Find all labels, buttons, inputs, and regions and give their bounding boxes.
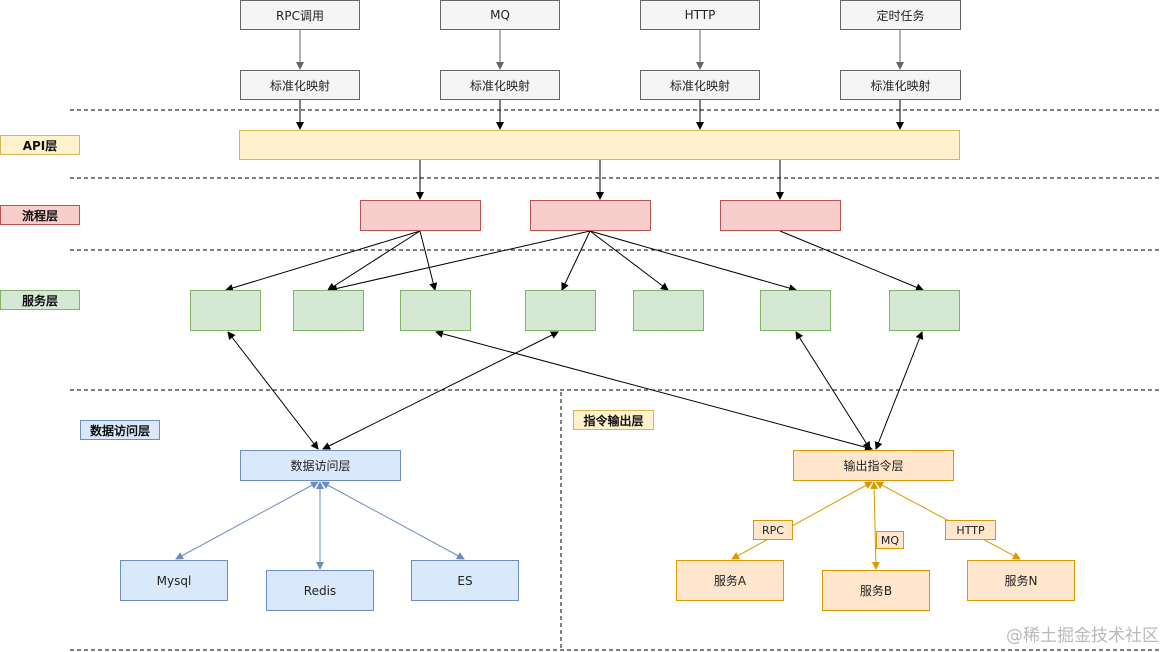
service-box	[889, 290, 960, 331]
arrow	[419, 230, 438, 291]
arrow	[227, 331, 319, 450]
layer-tag-api: API层	[0, 135, 80, 155]
arrow	[175, 481, 319, 560]
arrow	[321, 481, 465, 560]
protocol-label-mq: MQ	[876, 531, 904, 549]
layer-tag-command-output: 指令输出层	[573, 410, 654, 430]
source-box-http: HTTP	[640, 0, 760, 30]
arrow	[795, 331, 871, 450]
source-box-mq: MQ	[440, 0, 560, 30]
source-box-rpc: RPC调用	[240, 0, 360, 30]
service-box	[633, 290, 704, 331]
service-box	[400, 290, 471, 331]
data-access-arrows	[175, 481, 465, 570]
data-access-box: 数据访问层	[240, 450, 401, 481]
arrow	[589, 230, 669, 291]
mapping-box: 标准化映射	[440, 70, 560, 100]
flow-box	[720, 200, 841, 231]
service-box	[190, 290, 261, 331]
api-layer-bar	[239, 130, 960, 160]
arrow	[327, 230, 421, 291]
layer-tag-service: 服务层	[0, 290, 80, 310]
watermark-text: @稀土掘金技术社区	[1006, 626, 1159, 646]
protocol-label-rpc: RPC	[753, 520, 793, 540]
arrow	[561, 230, 591, 291]
source-to-mapping-arrows	[296, 30, 904, 70]
flow-to-service-arrows	[225, 230, 924, 293]
arrow	[874, 331, 924, 450]
arrow	[329, 230, 591, 293]
mapping-box: 标准化映射	[640, 70, 760, 100]
api-to-flow-arrows	[416, 160, 784, 200]
arrow	[589, 230, 797, 292]
output-service-b: 服务B	[822, 570, 930, 611]
layer-tag-flow: 流程层	[0, 205, 80, 225]
db-box-mysql: Mysql	[120, 560, 228, 601]
mapping-box: 标准化映射	[240, 70, 360, 100]
mapping-box: 标准化映射	[840, 70, 961, 100]
db-box-es: ES	[411, 560, 519, 601]
db-box-redis: Redis	[266, 570, 374, 611]
flow-box	[530, 200, 651, 231]
output-service-a: 服务A	[676, 560, 784, 601]
source-box-scheduled-task: 定时任务	[840, 0, 961, 30]
arrow	[225, 230, 421, 292]
output-service-n: 服务N	[967, 560, 1075, 601]
arrow	[779, 230, 924, 292]
output-command-box: 输出指令层	[793, 450, 954, 481]
arrow	[731, 481, 873, 560]
service-to-lower-arrows	[227, 329, 924, 452]
layer-tag-data-access: 数据访问层	[80, 420, 160, 440]
flow-box	[360, 200, 481, 231]
service-box	[525, 290, 596, 331]
service-box	[760, 290, 831, 331]
mapping-to-api-arrows	[296, 100, 904, 130]
protocol-label-http: HTTP	[945, 520, 996, 540]
arrow	[870, 481, 880, 570]
service-box	[293, 290, 364, 331]
